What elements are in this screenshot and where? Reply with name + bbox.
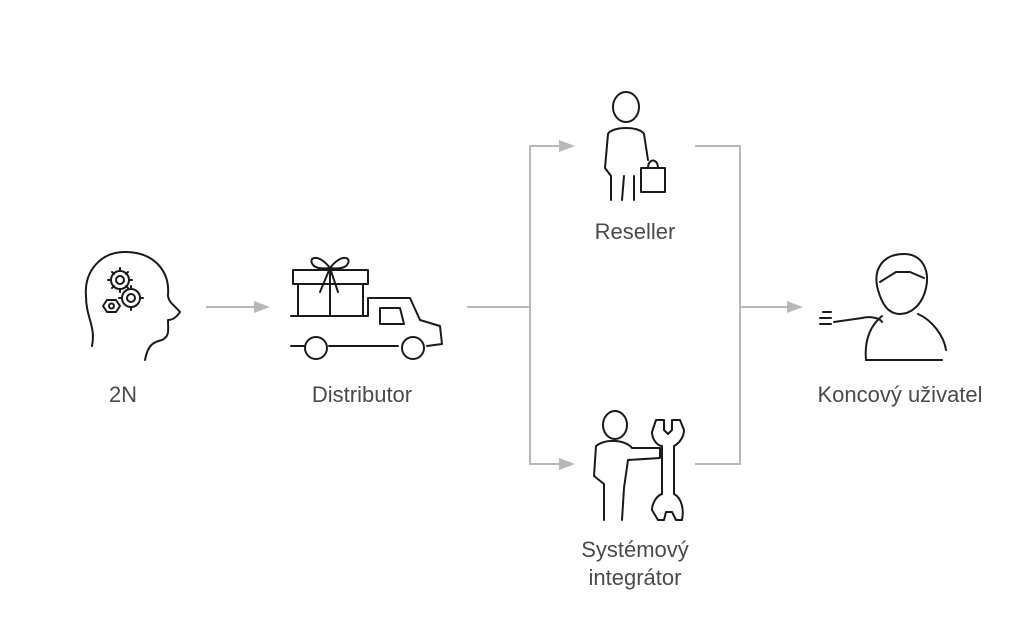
person-with-wrench-icon [593, 410, 685, 521]
integrator-label-line1: Systémový [581, 537, 689, 562]
head-with-gears-icon [84, 251, 181, 361]
arrowhead-icon [559, 140, 575, 152]
arrow-distributor-to-integrator [529, 307, 562, 465]
arrowhead-icon [787, 301, 803, 313]
node-label-distributor: Distributor [311, 382, 413, 407]
arrowhead-icon [559, 458, 575, 470]
arrow-distributor-to-reseller [467, 145, 562, 308]
end-user-icon [819, 253, 947, 361]
flow-connectors [206, 140, 803, 470]
node-label-end-user: Koncový uživatel [817, 382, 983, 407]
delivery-truck-icon [290, 257, 443, 360]
node-label-integrator: Systémový integrátor [555, 536, 715, 592]
merge-line-to-end-user [695, 145, 741, 465]
node-label-reseller: Reseller [594, 219, 676, 244]
person-with-bag-icon [604, 91, 666, 201]
arrowhead-icon [254, 301, 270, 313]
node-label-2n: 2N [108, 382, 138, 407]
integrator-label-line2: integrátor [588, 565, 682, 590]
